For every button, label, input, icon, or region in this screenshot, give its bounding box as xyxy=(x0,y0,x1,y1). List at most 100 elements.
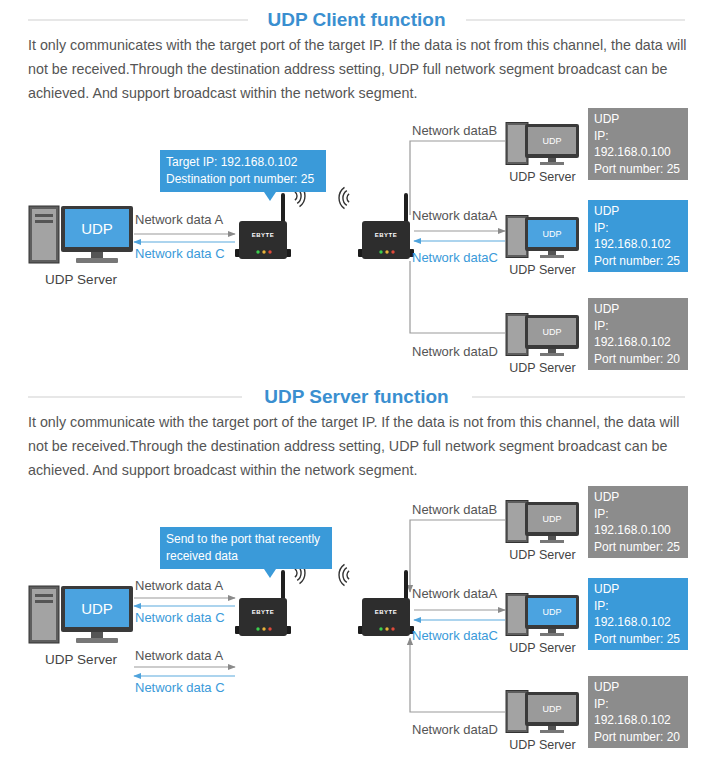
status-led xyxy=(268,250,271,253)
device-logo: EBYTE xyxy=(362,609,410,616)
computer-label: UDP Server xyxy=(18,652,144,668)
wifi-arc xyxy=(347,194,349,202)
screen-label: UDP xyxy=(528,695,576,722)
radio-device: EBYTE xyxy=(235,592,291,682)
wifi-arc xyxy=(295,569,297,577)
screen-label: UDP xyxy=(528,127,576,154)
address-line: UDP xyxy=(594,489,682,506)
address-line: UDP xyxy=(594,581,682,598)
data-flow-arrow xyxy=(134,675,235,676)
monitor-base xyxy=(540,255,564,258)
address-box: UDPIP: 192.168.0.102Port number: 20 xyxy=(588,298,688,370)
tower-front xyxy=(508,125,526,162)
address-box: UDPIP: 192.168.0.100Port number: 25 xyxy=(588,108,688,180)
data-flow-arrow xyxy=(134,597,235,598)
flow-label: Network dataD xyxy=(412,344,498,360)
callout-text: Send to the port that recently received … xyxy=(166,531,326,565)
data-flow-arrow xyxy=(134,233,235,234)
monitor-screen xyxy=(528,598,576,625)
status-led xyxy=(391,250,394,253)
radio-device: EBYTE xyxy=(235,215,291,261)
monitor-bezel xyxy=(525,692,579,726)
description-paragraph: It only communicates with the target por… xyxy=(28,33,690,105)
pc-tower xyxy=(29,586,59,643)
screen-label: UDP xyxy=(528,318,576,345)
computer-node: UDPUDP Server xyxy=(505,593,580,655)
wifi-arc xyxy=(343,568,347,583)
data-flow-arrow xyxy=(414,230,505,231)
computer-label: UDP Server xyxy=(495,262,590,278)
monitor-bezel xyxy=(61,206,133,252)
status-led xyxy=(256,250,259,253)
status-led xyxy=(262,627,265,630)
computer-node: UDPUDP Server xyxy=(505,122,580,184)
tower-front xyxy=(508,693,526,730)
flow-label: Network dataB xyxy=(412,502,497,518)
status-led xyxy=(256,627,259,630)
computer-node: UDPUDP Server xyxy=(505,500,580,562)
computer-node: UDPUDP Server xyxy=(505,690,580,752)
monitor-base xyxy=(540,540,564,543)
address-line: IP: 192.168.0.102 xyxy=(594,318,682,351)
device-logo: EBYTE xyxy=(239,609,287,616)
monitor-screen xyxy=(528,220,576,247)
pc-tower xyxy=(506,314,528,356)
data-flow-arrow xyxy=(414,609,505,610)
tower-front xyxy=(32,209,56,260)
callout-text: Destination port number: 25 xyxy=(166,171,320,188)
screen-label: UDP xyxy=(528,220,576,247)
wifi-arc xyxy=(339,564,344,585)
monitor-base xyxy=(76,258,118,263)
flow-label: Network data A xyxy=(135,648,223,664)
callout-box: Target IP: 192.168.0.102Destination port… xyxy=(160,150,326,192)
computer-node: UDPUDP Server xyxy=(505,313,580,375)
address-line: IP: 192.168.0.102 xyxy=(594,598,682,631)
computer-label: UDP Server xyxy=(495,169,590,185)
tower-front xyxy=(32,589,56,640)
address-line: IP: 192.168.0.102 xyxy=(594,696,682,729)
antenna xyxy=(281,193,285,223)
monitor-bezel xyxy=(525,502,579,536)
device-body xyxy=(239,598,287,636)
address-box: UDPIP: 192.168.0.102Port number: 25 xyxy=(588,200,688,272)
monitor-screen xyxy=(528,318,576,345)
flow-label: Network data C xyxy=(135,610,225,626)
monitor-stand xyxy=(91,631,103,638)
flow-label: Network dataA xyxy=(412,208,497,224)
device-logo: EBYTE xyxy=(362,232,410,239)
screen-label: UDP xyxy=(65,209,129,247)
computer-icon xyxy=(28,205,134,265)
status-led xyxy=(385,627,388,630)
tower-front xyxy=(508,503,526,540)
data-flow-arrow xyxy=(134,605,235,606)
wifi-arc xyxy=(339,187,344,208)
flow-label: Network dataD xyxy=(412,722,498,738)
monitor-bezel xyxy=(525,217,579,251)
monitor-bezel xyxy=(525,595,579,629)
status-led xyxy=(385,250,388,253)
flow-label: Network data C xyxy=(135,246,225,262)
monitor-stand xyxy=(91,251,103,258)
drive-bay xyxy=(35,220,53,223)
monitor-screen xyxy=(528,505,576,532)
diagram-title: UDP Client function xyxy=(0,8,713,32)
address-line: Port number: 20 xyxy=(594,351,682,368)
data-flow-arrow xyxy=(410,638,505,712)
computer-label: UDP Server xyxy=(495,547,590,563)
section-heading: UDP Server function xyxy=(0,385,713,409)
data-flow-arrow xyxy=(414,240,505,241)
flow-label: Network data A xyxy=(135,578,223,594)
callout-box: Send to the port that recently received … xyxy=(160,527,332,569)
radio-device: EBYTE xyxy=(358,592,414,638)
heading-rule xyxy=(28,20,248,21)
monitor-screen xyxy=(528,127,576,154)
tower-front xyxy=(508,596,526,633)
status-led xyxy=(391,627,394,630)
data-flow-arrow xyxy=(410,261,505,333)
monitor-base xyxy=(76,638,118,643)
monitor-base xyxy=(540,353,564,356)
tower-front xyxy=(508,316,526,353)
monitor-screen xyxy=(528,695,576,722)
address-box: UDPIP: 192.168.0.102Port number: 20 xyxy=(588,676,688,748)
screen-label: UDP xyxy=(65,589,129,627)
